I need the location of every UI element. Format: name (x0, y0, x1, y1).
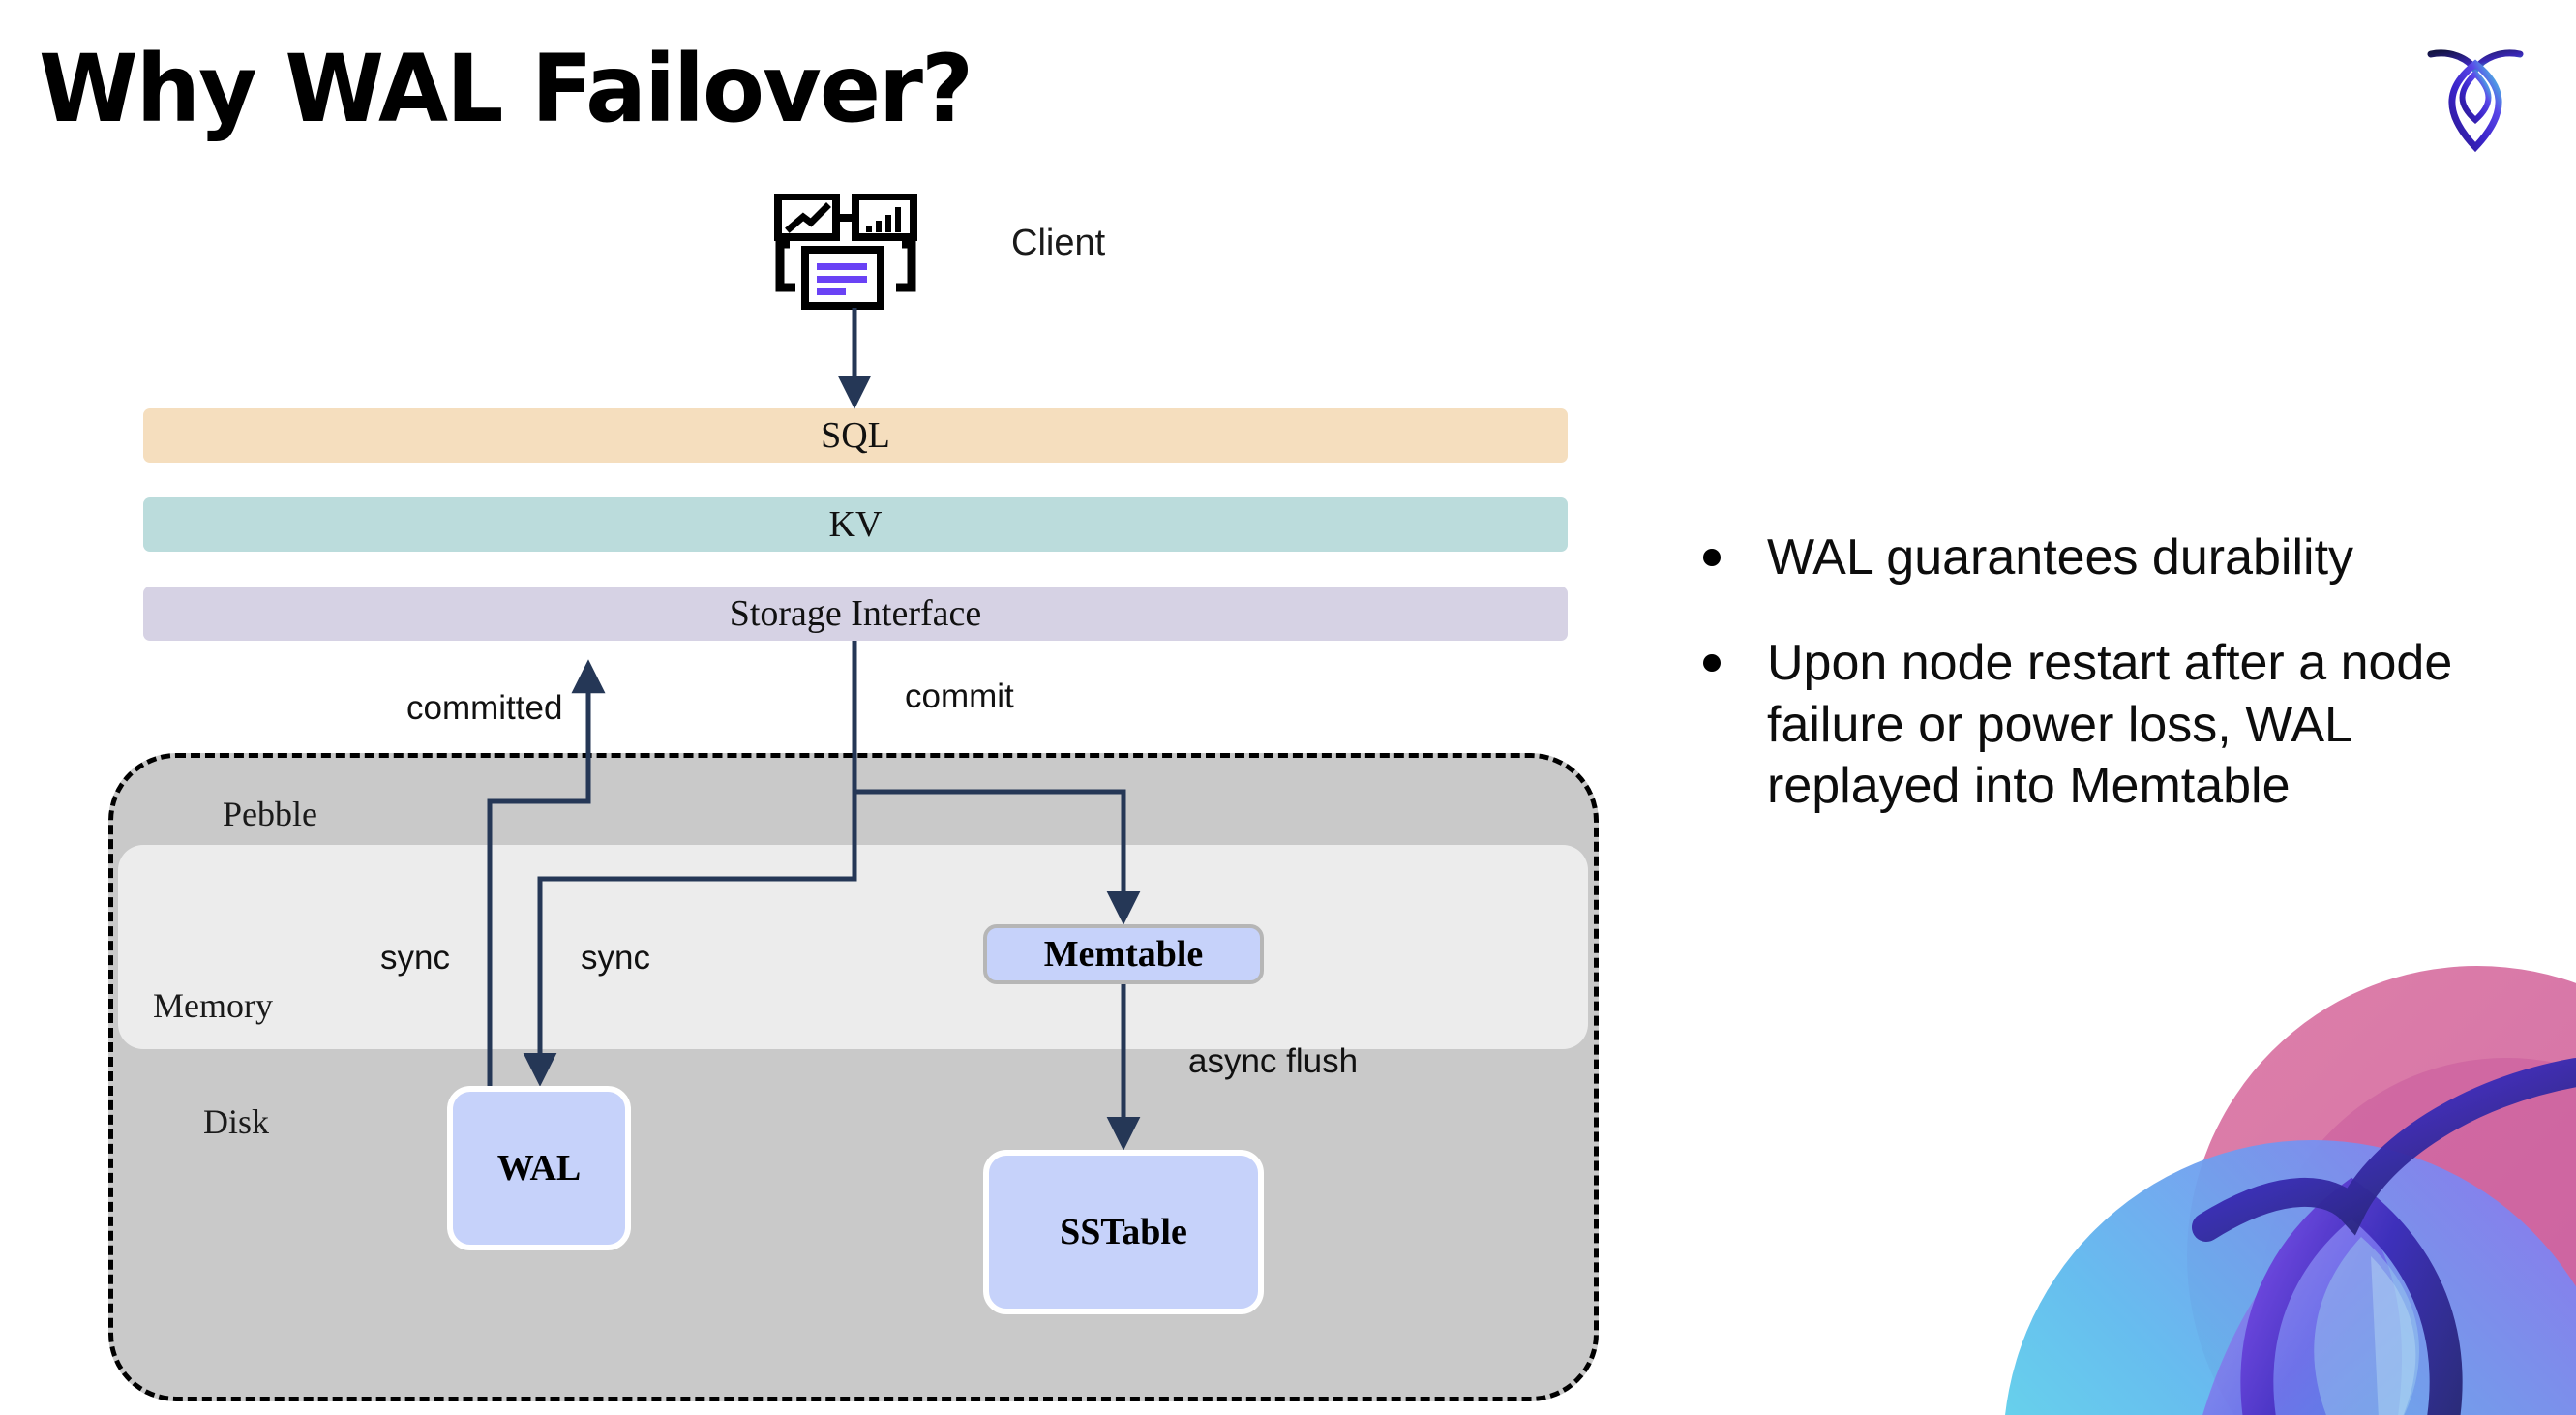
list-item: WAL guarantees durability (1703, 527, 2506, 588)
node-memtable: Memtable (983, 924, 1264, 984)
layer-bar-storage-interface-label: Storage Interface (729, 593, 982, 634)
layer-bar-sql-label: SQL (821, 415, 890, 456)
pebble-label: Pebble (223, 795, 317, 833)
node-wal-label: WAL (496, 1148, 582, 1189)
list-item: Upon node restart after a node failure o… (1703, 633, 2506, 817)
edge-label-committed: committed (406, 689, 563, 727)
node-memtable-label: Memtable (1043, 934, 1204, 975)
memory-label: Memory (153, 986, 273, 1025)
disk-label: Disk (203, 1102, 270, 1141)
edge-label-sync-left: sync (380, 939, 450, 977)
edge-label-async-flush: async flush (1188, 1042, 1359, 1080)
cockroachdb-logo-icon (2417, 27, 2533, 153)
edge-label-sync-right: sync (581, 939, 650, 977)
page-title: Why WAL Failover? (39, 35, 973, 143)
bullet-dot-icon (1703, 549, 1721, 566)
cockroachdb-watermark-icon (1964, 937, 2576, 1415)
node-sstable: SSTable (983, 1150, 1264, 1314)
bullet-dot-icon (1703, 654, 1721, 673)
bullet-text: Upon node restart after a node failure o… (1767, 635, 2453, 815)
client-label: Client (1011, 223, 1106, 263)
edge-label-commit: commit (905, 677, 1014, 715)
node-sstable-label: SSTable (1060, 1212, 1187, 1252)
layer-bar-kv-label: KV (828, 504, 883, 545)
layer-bar-kv: KV (143, 497, 1568, 552)
layer-bar-storage-interface: Storage Interface (143, 587, 1568, 641)
layer-bar-sql: SQL (143, 408, 1568, 463)
node-wal: WAL (447, 1086, 631, 1250)
memory-region (118, 845, 1588, 1049)
bullet-list: WAL guarantees durability Upon node rest… (1703, 527, 2506, 862)
client-terminal-icon (774, 193, 929, 310)
bullet-text: WAL guarantees durability (1767, 529, 2354, 586)
